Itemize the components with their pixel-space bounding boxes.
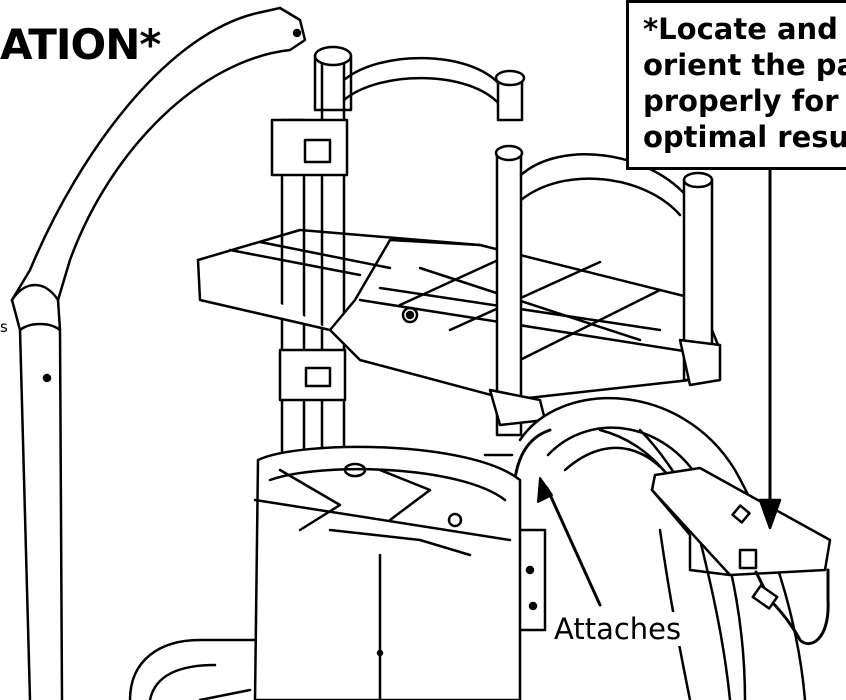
side-label: s <box>0 318 8 336</box>
left-arm-handle <box>10 6 307 700</box>
pan-plate <box>650 466 832 646</box>
attaches-arrow <box>537 477 602 607</box>
section-heading: ATION* <box>0 20 161 69</box>
callout-line: *Locate and <box>643 12 838 46</box>
shelf-tray <box>196 228 722 402</box>
callout-box: *Locate and orient the pan properly for … <box>626 0 846 170</box>
base-unit <box>128 445 522 700</box>
callout-line: properly for <box>643 84 839 118</box>
rear-posts <box>270 45 526 462</box>
callout-line: orient the pan <box>643 48 846 82</box>
attaches-label: Attaches <box>552 612 684 646</box>
front-handle-frame <box>488 144 722 437</box>
callout-line: optimal result <box>643 120 846 154</box>
callout-leader <box>758 168 782 530</box>
